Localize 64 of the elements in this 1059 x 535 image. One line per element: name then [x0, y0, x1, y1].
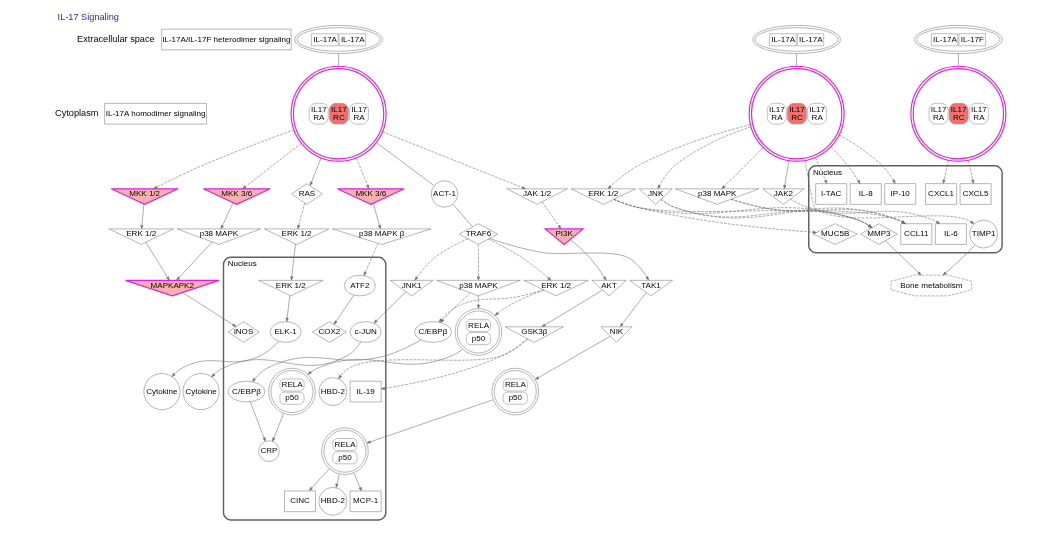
- arrow: [297, 202, 305, 230]
- arrow: [783, 160, 790, 189]
- arrow: [541, 289, 603, 328]
- arrow: [613, 199, 906, 224]
- arrow: [373, 203, 381, 230]
- arrow: [153, 129, 295, 190]
- arrow: [373, 291, 407, 324]
- arrow: [242, 143, 302, 190]
- arrow: [366, 399, 494, 444]
- arrow: [285, 295, 291, 322]
- connector: [338, 53, 339, 67]
- arrow: [838, 134, 896, 184]
- arrow: [414, 238, 469, 281]
- arrow: [380, 338, 528, 390]
- arrow: [252, 339, 422, 382]
- arrow: [607, 124, 751, 189]
- arrow: [476, 244, 480, 281]
- arrow: [619, 292, 647, 327]
- arrow: [730, 199, 906, 224]
- arrow: [488, 238, 552, 281]
- arrow: [249, 401, 266, 442]
- connector: [958, 53, 959, 67]
- arrow: [171, 341, 279, 377]
- arrow: [815, 157, 828, 184]
- arrow: [657, 126, 752, 189]
- arrow: [438, 289, 544, 323]
- arrow: [182, 292, 237, 327]
- arrow: [942, 160, 949, 184]
- connector: [796, 53, 797, 67]
- arrow: [290, 243, 296, 281]
- arrow: [476, 295, 480, 309]
- arrow: [790, 198, 940, 224]
- arrow: [968, 160, 975, 184]
- arrow: [570, 239, 607, 281]
- arrow: [440, 292, 471, 323]
- arrow: [308, 468, 330, 491]
- arrow: [335, 473, 340, 488]
- arrow: [721, 147, 764, 190]
- arrow: [145, 242, 170, 281]
- arrow: [211, 341, 362, 378]
- arrow: [541, 201, 562, 230]
- diagram-title: IL-17 Signaling: [57, 12, 119, 23]
- arrow: [489, 238, 649, 281]
- arrow: [804, 160, 975, 225]
- arrow: [535, 335, 611, 380]
- arrow: [338, 338, 528, 380]
- arrow: [272, 413, 284, 442]
- arrow: [356, 157, 370, 189]
- arrow: [333, 294, 354, 325]
- arrow: [353, 472, 362, 492]
- arrow: [176, 241, 213, 281]
- connector: [452, 204, 473, 227]
- arrow: [660, 199, 906, 224]
- connector: [376, 142, 435, 186]
- arrow: [307, 349, 463, 375]
- arrow: [309, 157, 322, 186]
- arrow: [363, 243, 379, 276]
- arrow: [885, 240, 922, 276]
- arrow: [494, 289, 545, 316]
- arrow: [942, 244, 975, 276]
- arrow: [140, 203, 145, 230]
- arrow: [830, 146, 861, 184]
- arrow: [382, 131, 526, 190]
- arrow: [220, 202, 234, 230]
